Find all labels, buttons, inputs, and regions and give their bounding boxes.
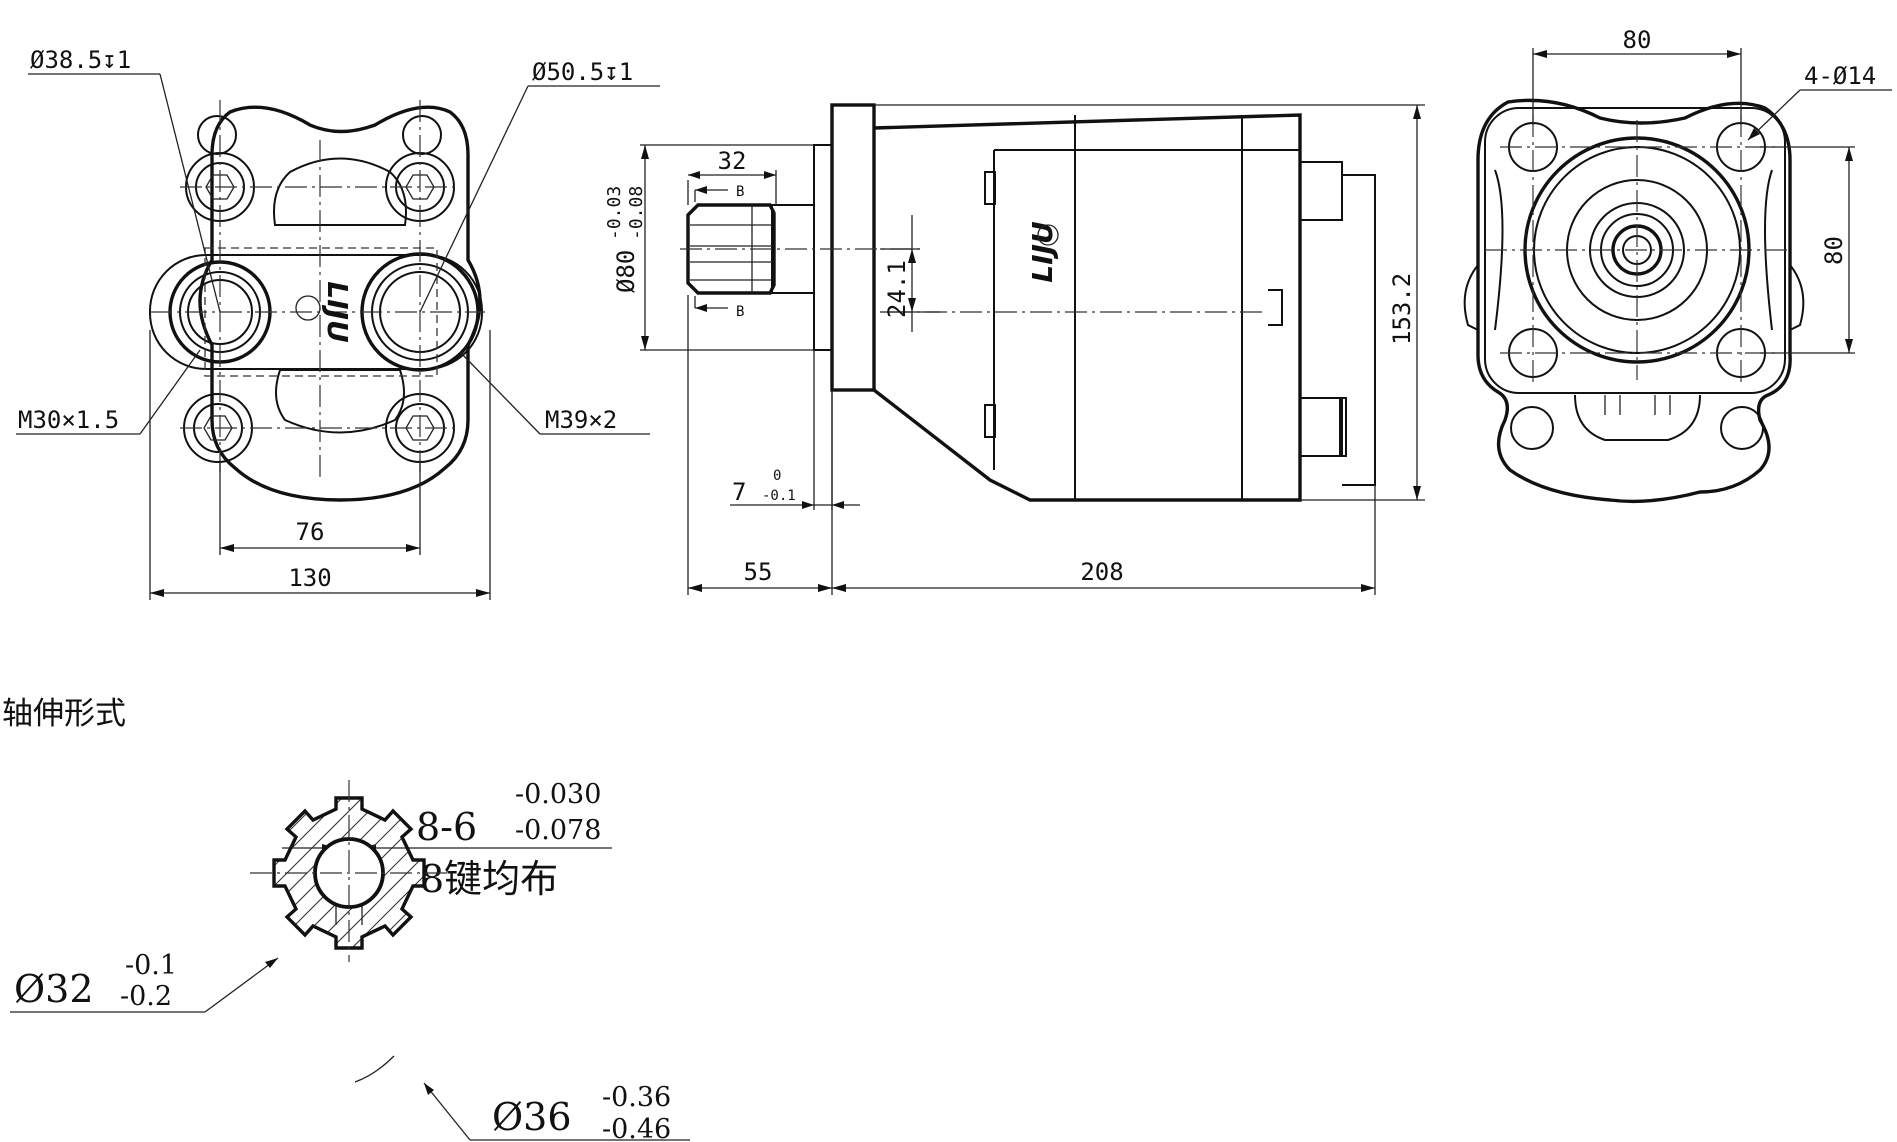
shaft-minor-tol-upper: -0.1 <box>125 950 177 981</box>
dim-pilot-tol-upper: -0.03 <box>604 186 625 240</box>
dim-rear-bolt-h: 80 <box>1623 26 1652 54</box>
section-mark-bottom: B <box>736 304 744 320</box>
dim-offset: 24.1 <box>883 260 911 318</box>
dim-port-spacing: 76 <box>296 518 325 546</box>
side-body <box>872 113 1302 502</box>
dim-flange-tol-lower: -0.1 <box>762 488 796 504</box>
dim-shaft-extension: 55 <box>744 558 773 586</box>
shaft-minor-tol-lower: -0.2 <box>120 981 172 1012</box>
shaft-spline-profile <box>272 796 426 950</box>
shaft-section: 轴伸形式 8-6 -0.030 -0.078 8键均布 <box>2 696 690 1142</box>
front-body-outline <box>198 105 482 502</box>
dim-rear-bolt-v: 80 <box>1820 236 1848 265</box>
dim-body-length: 208 <box>1080 558 1123 586</box>
shaft-key-tol-lower: -0.078 <box>515 815 601 846</box>
dim-flange-tol-upper: 0 <box>773 468 781 484</box>
section-mark-top: B <box>736 184 744 200</box>
front-port-right-bore-label: Ø50.5↧1 <box>532 58 633 86</box>
shaft-major-tol-lower: -0.46 <box>602 1114 671 1142</box>
side-shaft-spline <box>686 203 776 295</box>
dim-pilot-diameter: Ø80 <box>612 250 640 293</box>
side-flange <box>830 103 876 392</box>
dim-shaft-length: 32 <box>718 147 747 175</box>
front-port-left-bore-label: Ø38.5↧1 <box>30 46 131 74</box>
front-port-left-thread-label: M30×1.5 <box>18 406 119 434</box>
front-bolt-heads <box>183 152 455 463</box>
front-inner-cutout <box>273 157 407 226</box>
shaft-key-tol-upper: -0.030 <box>515 779 601 810</box>
front-port-right-thread-label: M39×2 <box>545 406 617 434</box>
shaft-key-note: 8键均布 <box>420 857 558 901</box>
shaft-key-spec: 8-6 <box>416 805 477 849</box>
dim-body-width: 130 <box>288 564 331 592</box>
shaft-minor-diameter: Ø32 <box>14 967 94 1011</box>
rear-view: 80 80 4-Ø14 <box>1463 26 1892 504</box>
shaft-major-tol-upper: -0.36 <box>602 1082 671 1113</box>
dim-total-height: 153.2 <box>1388 273 1416 345</box>
front-view: LIJU Ø38.5↧1 Ø50.5↧1 M30×1.5 M39×2 76 13… <box>16 46 660 600</box>
dim-pilot-tol-lower: -0.08 <box>626 186 647 240</box>
dim-flange-thickness: 7 <box>732 478 746 506</box>
shaft-section-heading: 轴伸形式 <box>2 696 126 732</box>
side-logo: LIJU <box>1026 221 1059 283</box>
shaft-major-diameter: Ø36 <box>492 1095 572 1139</box>
side-view: LIJU B B 32 Ø80 -0.0 <box>604 103 1425 595</box>
rear-bolt-holes-label: 4-Ø14 <box>1804 62 1876 90</box>
front-logo: LIJU <box>321 281 354 343</box>
rear-flange-outline <box>1476 98 1792 504</box>
